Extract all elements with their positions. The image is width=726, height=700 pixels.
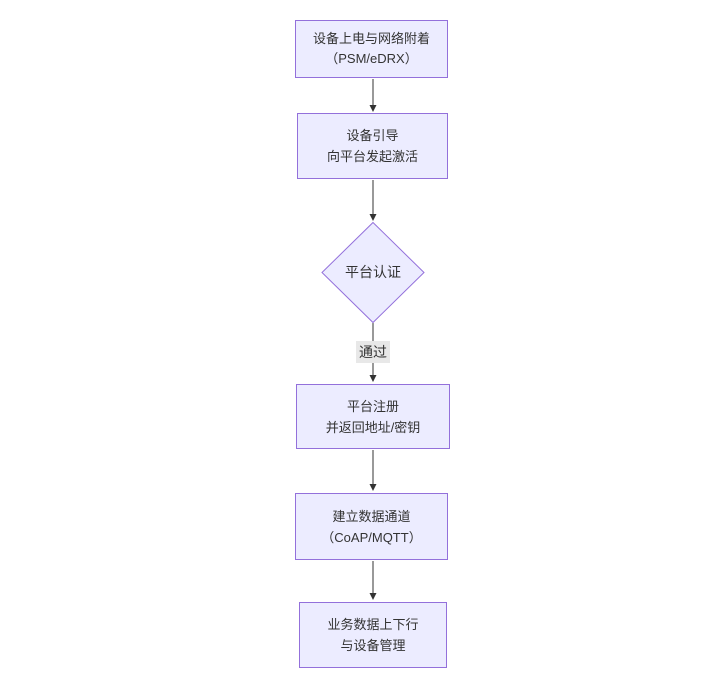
- node-line: 业务数据上下行: [327, 617, 419, 632]
- node-line: 并返回地址/密钥: [325, 419, 421, 435]
- node-platform-register: 平台注册 并返回地址/密钥: [296, 384, 450, 449]
- node-line: 与设备管理: [340, 638, 406, 653]
- node-line: 设备上电与网络附着: [312, 31, 430, 46]
- node-platform-auth-label: 平台认证: [345, 264, 401, 280]
- node-line: 向平台发起激活: [326, 149, 418, 164]
- node-line: 平台注册: [346, 398, 399, 414]
- edge-label-pass: 通过: [356, 341, 390, 363]
- node-line: 设备引导: [346, 128, 399, 143]
- node-device-bootstrap: 设备引导 向平台发起激活: [297, 113, 448, 179]
- node-data-channel: 建立数据通道 （CoAP/MQTT）: [295, 493, 448, 560]
- node-business-data: 业务数据上下行 与设备管理: [299, 602, 447, 668]
- node-device-power-on: 设备上电与网络附着 （PSM/eDRX）: [295, 20, 448, 78]
- node-line: （CoAP/MQTT）: [321, 529, 422, 545]
- node-line: 建立数据通道: [332, 508, 411, 524]
- node-line: （PSM/eDRX）: [325, 51, 418, 66]
